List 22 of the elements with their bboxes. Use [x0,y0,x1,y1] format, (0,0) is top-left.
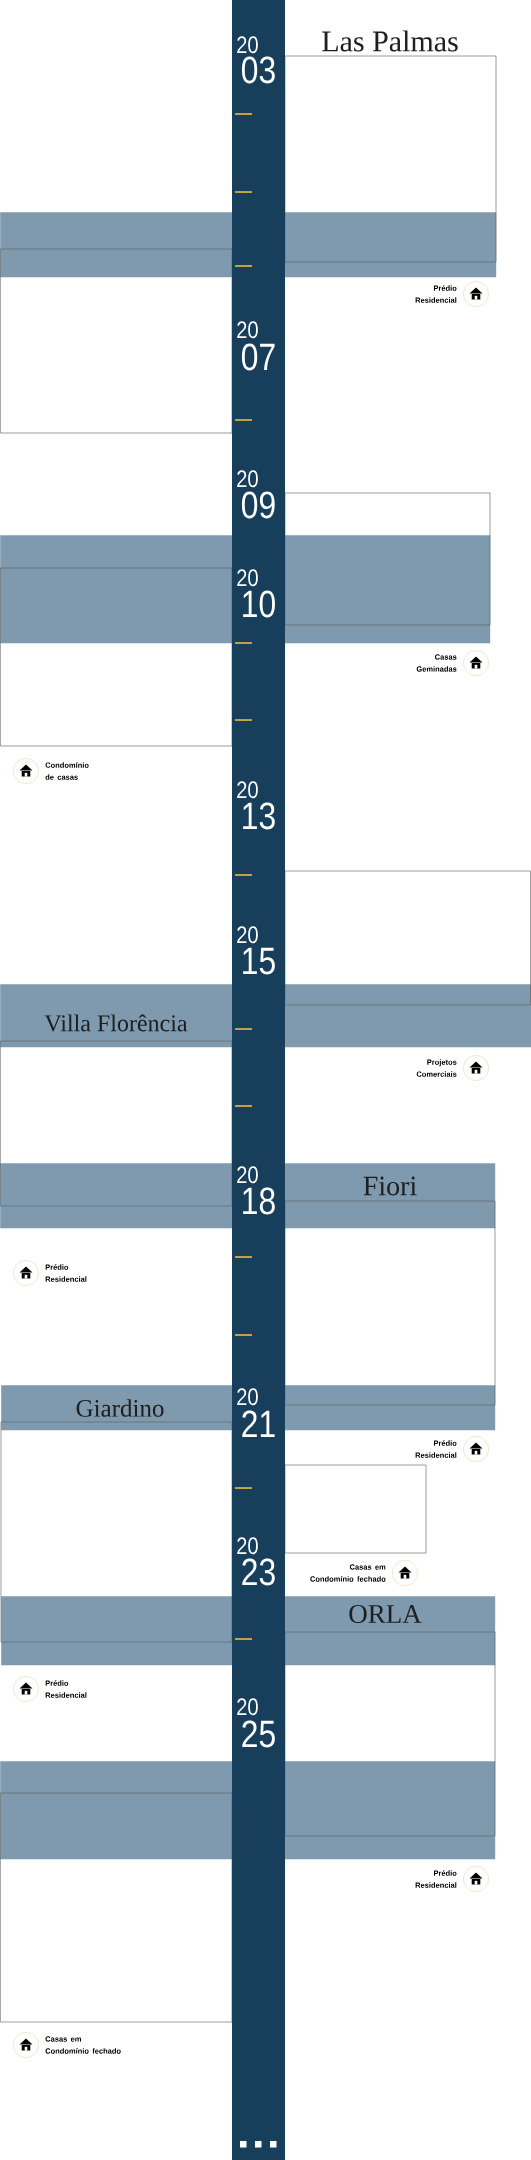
year-number: 07 [241,343,275,371]
project-name: Villa Florência [44,1014,188,1032]
year-prefix: 20 [237,1388,258,1406]
year-number: 03 [241,56,275,84]
project-name: Giardino [76,1399,164,1417]
project-name: Las Palmas [322,30,458,52]
year-number: 21 [242,1410,275,1437]
project-name: ORLA [349,1604,422,1624]
year-prefix: 20 [237,926,258,944]
year-prefix: 20 [237,470,258,488]
year-prefix: 20 [237,321,258,339]
year-prefix: 20 [237,36,258,54]
year-prefix: 20 [237,1698,258,1716]
year-prefix: 20 [237,781,258,799]
year-prefix: 20 [237,1166,258,1184]
year-number: 10 [243,590,275,618]
year-number: 25 [242,1720,275,1748]
project-name: Fiori [363,1176,417,1196]
year-number: 18 [243,1187,275,1215]
year-prefix: 20 [237,569,258,587]
year-prefix: 20 [237,1537,258,1555]
year-number: 13 [243,802,275,830]
